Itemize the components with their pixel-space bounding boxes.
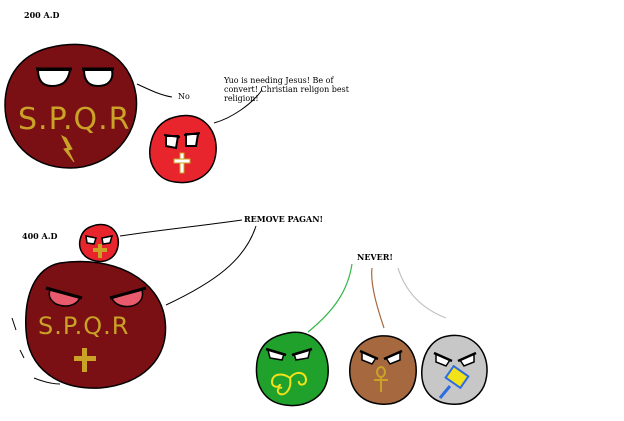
spqr-ball-panel2: [11, 260, 167, 389]
remove-pagan-text: REMOVE PAGAN!: [244, 214, 324, 224]
gray-pagan-ball: [421, 334, 488, 405]
cross-icon: [173, 152, 191, 174]
christian-speech-line-3: religion!: [224, 94, 259, 103]
christian-ball-panel1: [149, 114, 217, 184]
panel2-year-label: 400 A.D: [22, 231, 58, 241]
spqr-right-eye: [111, 289, 144, 308]
hammer-icon: [438, 364, 470, 399]
spqr-ball-text-panel2: S.P.Q.R: [38, 312, 130, 340]
cross-icon: [93, 244, 107, 258]
speech-tail-spqr-no: [136, 83, 173, 98]
christian-speech-line-1: Yuo is needing Jesus! Be of: [224, 76, 334, 85]
spqr-ball-text-panel1: S.P.Q.R: [18, 102, 131, 137]
lightning-bolt-icon: [60, 134, 75, 163]
speech-tail-brown: [371, 267, 385, 329]
speech-tail-remove-pagan: [119, 219, 243, 237]
never-text: NEVER!: [357, 252, 393, 262]
spqr-left-eye: [48, 289, 82, 307]
ankh-icon: [374, 366, 388, 392]
christian-speech-line-2: convert! Christian religon best: [224, 85, 349, 94]
christian-ball-panel2: [78, 223, 120, 263]
speech-tail-remove-pagan-2: [165, 225, 257, 306]
panel1-year-label: 200 A.D: [24, 10, 60, 20]
spqr-ball-panel1: [4, 43, 138, 169]
speech-tail-gray: [397, 267, 447, 319]
green-pagan-ball: [255, 331, 329, 407]
spqr-reply-text: No: [178, 92, 190, 101]
speech-tail-christian: [213, 89, 263, 124]
spqr-left-eye: [36, 69, 72, 88]
triskele-icon: [270, 372, 308, 396]
speech-tail-green: [307, 263, 353, 333]
brown-pagan-ball: [349, 335, 417, 405]
spqr-right-eye: [82, 69, 114, 88]
cross-icon: [74, 348, 96, 372]
